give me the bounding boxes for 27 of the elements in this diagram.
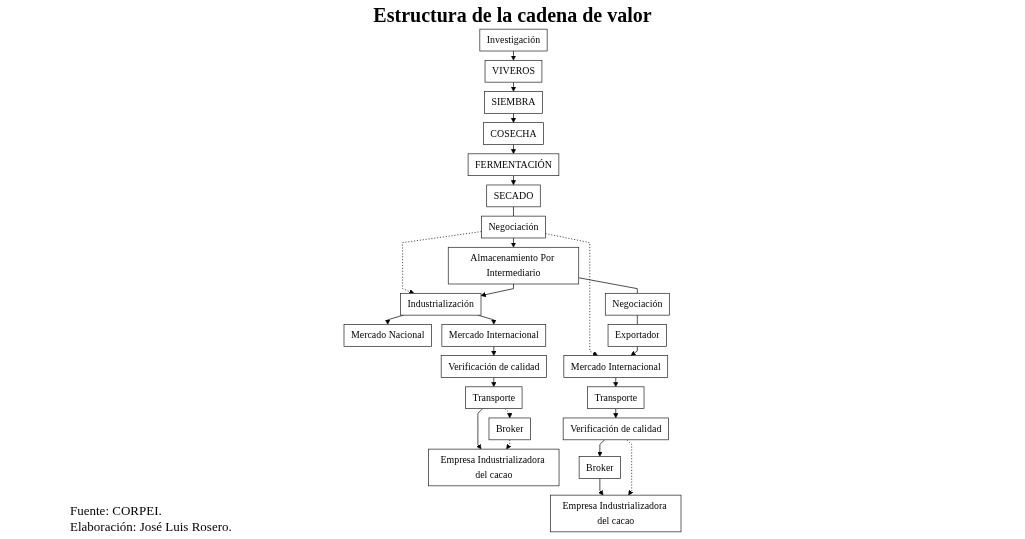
connector: [578, 277, 638, 294]
node-box: Almacenamiento Por Intermediario: [447, 246, 580, 285]
node-box: Empresa Industrializadora del cacao: [550, 494, 682, 533]
node-box: Mercado Internacional: [441, 324, 547, 347]
node-box: Verificación de calidad: [440, 355, 547, 378]
node-box: Negociación: [481, 215, 546, 239]
node-box: VIVEROS: [484, 60, 543, 83]
node-box: Broker: [488, 417, 531, 441]
node-box: Exportador: [607, 324, 667, 347]
diagram-title: Estructura de la cadena de valor: [372, 4, 653, 27]
node-box: Mercado Internacional: [563, 355, 669, 378]
connector: [513, 206, 514, 217]
node-box: Industrialización: [400, 292, 482, 316]
node-box: SIEMBRA: [484, 91, 543, 114]
node-box: Investigación: [479, 28, 548, 52]
source-note: Fuente: CORPEI.: [70, 503, 162, 519]
node-box: Transporte: [587, 386, 645, 409]
node-box: SECADO: [486, 184, 541, 208]
source-note: Elaboración: José Luis Rosero.: [70, 519, 232, 535]
node-box: Negociación: [604, 292, 670, 316]
node-box: FERMENTACIÓN: [467, 153, 560, 176]
node-box: Broker: [578, 456, 621, 479]
node-box: COSECHA: [483, 122, 544, 145]
node-box: Mercado Nacional: [343, 324, 432, 347]
node-box: Verificación de calidad: [562, 417, 669, 441]
node-box: Empresa Industrializadora del cacao: [428, 448, 560, 487]
node-box: Transporte: [465, 386, 523, 409]
